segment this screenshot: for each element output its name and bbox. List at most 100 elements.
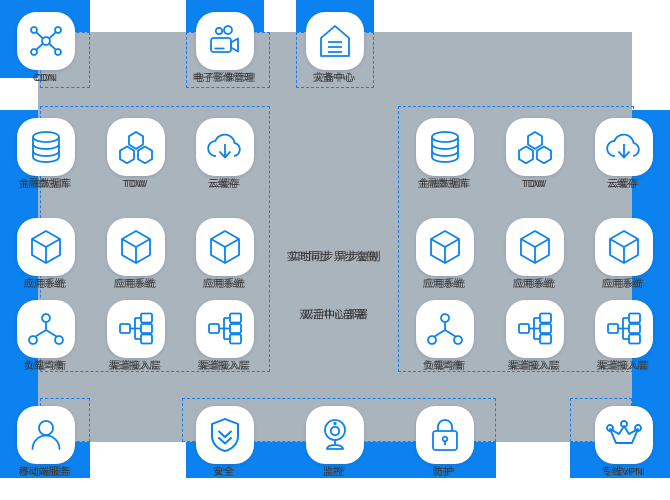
node-label-shadow-l-chan-2: 渠道接入层	[197, 361, 249, 372]
node-card-r-lb[interactable]	[416, 300, 474, 358]
video-camera-icon	[207, 25, 243, 57]
node-dr-center[interactable]: 灾备中心灾备中心	[303, 12, 367, 85]
node-r-cache[interactable]: 云缓存云缓存	[592, 118, 656, 191]
node-card-b-security[interactable]	[196, 406, 254, 464]
node-r-lb[interactable]: 负载均衡负载均衡	[413, 300, 477, 373]
node-imaging[interactable]: 电子影像管理电子影像管理	[192, 12, 257, 85]
node-r-chan-1[interactable]: 渠道接入层渠道接入层	[503, 300, 567, 373]
node-label-shadow-b-protect: 防护	[432, 467, 454, 478]
node-l-app-3[interactable]: 应用系统应用系统	[193, 218, 257, 291]
crown-icon	[605, 419, 643, 451]
node-card-b-vpn[interactable]	[595, 406, 653, 464]
node-label-shadow-b-monitor: 监控	[322, 467, 344, 478]
node-l-chan-1[interactable]: 渠道接入层渠道接入层	[104, 300, 168, 373]
node-card-l-lb[interactable]	[17, 300, 75, 358]
node-l-lb[interactable]: 负载均衡负载均衡	[14, 300, 78, 373]
node-label-shadow-l-chan-1: 渠道接入层	[108, 361, 160, 372]
node-b-protect[interactable]: 防护防护	[413, 406, 477, 479]
node-card-l-chan-2[interactable]	[196, 300, 254, 358]
node-card-r-chan-1[interactable]	[506, 300, 564, 358]
tree-nodes-icon	[118, 312, 154, 346]
cube-icon	[29, 229, 63, 265]
node-r-app-2[interactable]: 应用系统应用系统	[503, 218, 567, 291]
cube-icon	[428, 229, 462, 265]
disaster-recovery-icon	[319, 23, 351, 59]
node-card-b-protect[interactable]	[416, 406, 474, 464]
node-card-l-app-2[interactable]	[107, 218, 165, 276]
node-label-l-app-2: 应用系统应用系统	[104, 279, 168, 291]
node-card-r-app-1[interactable]	[416, 218, 474, 276]
node-card-r-cache[interactable]	[595, 118, 653, 176]
node-label-shadow-l-app-3: 应用系统	[202, 279, 244, 290]
tree-nodes-icon	[606, 312, 642, 346]
node-card-r-app-2[interactable]	[506, 218, 564, 276]
node-card-l-fin-db[interactable]	[17, 118, 75, 176]
node-r-chan-2[interactable]: 渠道接入层渠道接入层	[592, 300, 656, 373]
node-label-shadow-b-user: 移动端服务	[18, 467, 70, 478]
cube-icon	[518, 229, 552, 265]
node-card-r-app-3[interactable]	[595, 218, 653, 276]
user-icon	[29, 418, 63, 452]
center-deploy-label: 双活中心部署 双活中心部署	[250, 306, 420, 322]
center-sync-label-shadow: 实时同步 异步复制	[286, 251, 378, 263]
node-card-l-tdw[interactable]	[107, 118, 165, 176]
node-b-monitor[interactable]: 监控监控	[303, 406, 367, 479]
shield-icon	[209, 417, 241, 453]
node-card-l-cache[interactable]	[196, 118, 254, 176]
node-label-l-app-3: 应用系统应用系统	[193, 279, 257, 291]
node-label-imaging: 电子影像管理电子影像管理	[192, 73, 256, 84]
node-label-l-cache: 云缓存云缓存	[193, 179, 257, 191]
tree-nodes-icon	[517, 312, 553, 346]
node-r-fin-db[interactable]: 金融数据库金融数据库	[413, 118, 477, 191]
node-label-b-user: 移动端服务移动端服务	[14, 467, 78, 479]
node-card-r-fin-db[interactable]	[416, 118, 474, 176]
node-card-r-tdw[interactable]	[506, 118, 564, 176]
center-sync-label-text: 实时同步 异步复制	[289, 251, 381, 263]
node-card-b-user[interactable]	[17, 406, 75, 464]
node-l-app-2[interactable]: 应用系统应用系统	[104, 218, 168, 291]
node-card-b-monitor[interactable]	[306, 406, 364, 464]
node-label-shadow-b-security: 安全	[212, 467, 234, 478]
node-card-l-chan-1[interactable]	[107, 300, 165, 358]
node-r-app-1[interactable]: 应用系统应用系统	[413, 218, 477, 291]
node-l-fin-db[interactable]: 金融数据库金融数据库	[14, 118, 78, 191]
load-balancer-icon	[28, 312, 64, 346]
cube-icon	[119, 229, 153, 265]
node-l-chan-2[interactable]: 渠道接入层渠道接入层	[193, 300, 257, 373]
node-card-l-app-3[interactable]	[196, 218, 254, 276]
cube-icon	[208, 229, 242, 265]
database-icon	[30, 130, 62, 164]
node-card-r-chan-2[interactable]	[595, 300, 653, 358]
load-balancer-icon	[427, 312, 463, 346]
tdw-hexagon-icon	[517, 130, 553, 164]
node-label-shadow-r-chan-1: 渠道接入层	[507, 361, 559, 372]
tree-nodes-icon	[207, 312, 243, 346]
node-card-imaging[interactable]	[196, 12, 254, 70]
node-r-app-3[interactable]: 应用系统应用系统	[592, 218, 656, 291]
node-label-shadow-r-chan-2: 渠道接入层	[596, 361, 648, 372]
node-label-r-cache: 云缓存云缓存	[592, 179, 656, 191]
node-l-app-1[interactable]: 应用系统应用系统	[14, 218, 78, 291]
node-label-r-lb: 负载均衡负载均衡	[413, 361, 477, 373]
node-label-shadow-dr-center: 灾备中心	[312, 73, 354, 84]
node-l-cache[interactable]: 云缓存云缓存	[193, 118, 257, 191]
node-label-shadow-l-lb: 负载均衡	[23, 361, 65, 372]
node-card-cdn[interactable]	[17, 12, 75, 70]
node-label-shadow-r-app-2: 应用系统	[512, 279, 554, 290]
node-card-l-app-1[interactable]	[17, 218, 75, 276]
node-b-security[interactable]: 安全安全	[193, 406, 257, 479]
node-b-user[interactable]: 移动端服务移动端服务	[14, 406, 78, 479]
node-label-shadow-r-app-3: 应用系统	[601, 279, 643, 290]
node-label-shadow-l-app-1: 应用系统	[23, 279, 65, 290]
node-card-dr-center[interactable]	[306, 12, 364, 70]
center-deploy-label-shadow: 双活中心部署	[299, 309, 365, 321]
